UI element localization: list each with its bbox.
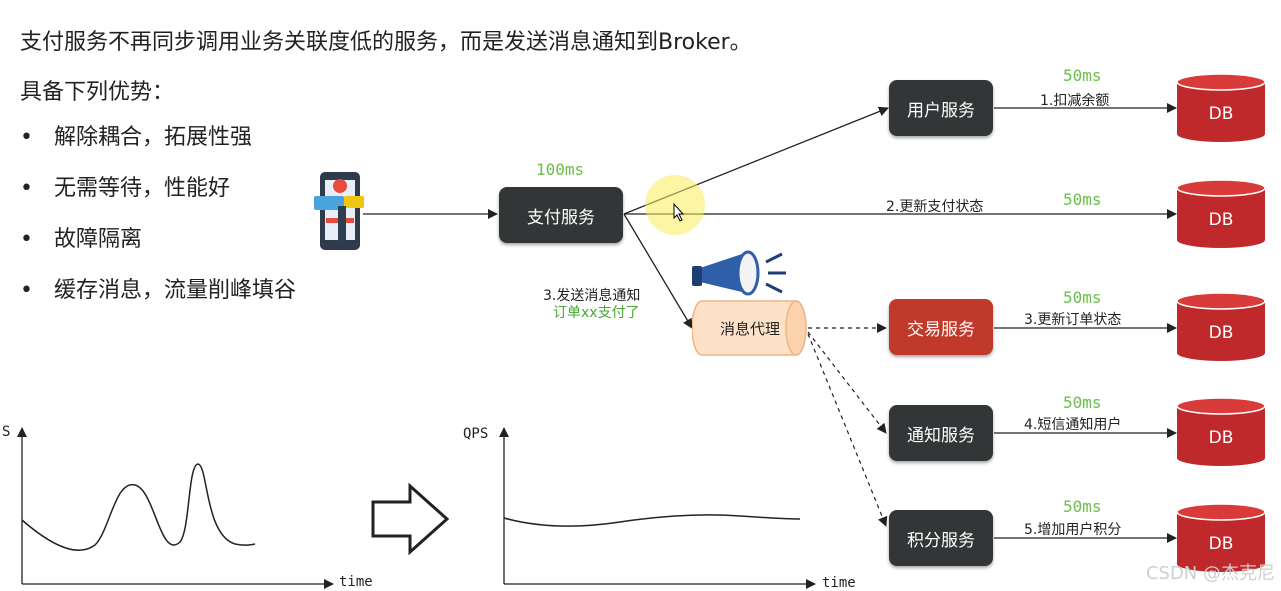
watermark: CSDN @杰克尼 (1145, 563, 1275, 584)
db-4: DB (1177, 398, 1265, 470)
db-1: DB (1177, 74, 1265, 146)
step3-label: 3.发送消息通知 (543, 288, 641, 304)
list-item: • 解除耦合，拓展性强 (20, 118, 296, 169)
bullet-text: 解除耦合，拓展性强 (54, 125, 253, 150)
bullet-text: 故障隔离 (54, 227, 143, 252)
arrow-pay-to-broker (623, 213, 693, 329)
db-cylinder-4 (1176, 397, 1266, 466)
bullet-dot: • (20, 278, 33, 303)
list-item: • 故障隔离 (20, 220, 296, 271)
db-3: DB (1177, 293, 1265, 365)
user-service-label: 用户服务 (907, 100, 975, 121)
pay-service-box: 支付服务 (499, 187, 623, 243)
notify-service-label: 通知服务 (907, 425, 975, 446)
latency-user: 50ms (1063, 66, 1102, 85)
pay-latency: 100ms (536, 160, 585, 179)
trade-service-label: 交易服务 (907, 319, 975, 340)
subhead: 具备下列优势： (20, 80, 175, 105)
bullet-text: 缓存消息，流量削峰填谷 (54, 278, 297, 303)
step2-label: 2.更新支付状态 (886, 199, 984, 215)
left-spiky-chart (17, 427, 334, 589)
bullet-dot: • (20, 125, 33, 150)
arrow-broker-to-notify (807, 331, 887, 434)
db-5: DB (1177, 504, 1265, 576)
step1-label: 1.扣减余额 (1040, 93, 1110, 109)
headline: 支付服务不再同步调用业务关联度低的服务，而是发送消息通知到Broker。 (20, 30, 752, 55)
db-label: DB (1208, 428, 1234, 448)
db-cylinder-3 (1176, 292, 1266, 361)
message-broker: 消息代理 (692, 299, 808, 357)
db-label: DB (1208, 210, 1234, 230)
step3b-label: 3.更新订单状态 (1024, 312, 1122, 328)
arrow-broker-to-points (807, 333, 888, 527)
cursor-icon (673, 202, 685, 222)
broker-label: 消息代理 (719, 319, 780, 338)
user-service-box: 用户服务 (889, 80, 993, 136)
db-cylinder-1 (1176, 73, 1266, 142)
db-cylinder-5 (1176, 503, 1266, 572)
trade-service-box: 交易服务 (889, 299, 993, 355)
latency-paystatus: 50ms (1063, 190, 1102, 209)
pay-service-label: 支付服务 (527, 207, 595, 228)
left-chart-xlabel: time (339, 574, 373, 590)
step3-message: 订单xx支付了 (553, 305, 640, 321)
right-smooth-chart (499, 427, 816, 589)
right-chart-xlabel: time (822, 575, 856, 591)
latency-notify: 50ms (1063, 393, 1102, 412)
db-cylinder-2 (1176, 179, 1266, 248)
bullet-dot: • (20, 227, 33, 252)
transform-arrow-icon (371, 482, 450, 556)
points-service-box: 积分服务 (889, 510, 993, 566)
bullet-dot: • (20, 176, 33, 201)
db-label: DB (1208, 323, 1234, 343)
mobile-payment-icon (314, 172, 364, 250)
left-chart-ylabel: S (2, 424, 11, 440)
step4-label: 4.短信通知用户 (1024, 417, 1122, 433)
db-2: DB (1177, 180, 1265, 252)
advantage-list: • 解除耦合，拓展性强 • 无需等待，性能好 • 故障隔离 • 缓存消息，流量削峰填谷 (20, 118, 296, 322)
list-item: • 缓存消息，流量削峰填谷 (20, 271, 296, 322)
latency-points: 50ms (1063, 497, 1102, 516)
bullet-text: 无需等待，性能好 (54, 176, 231, 201)
step5-label: 5.增加用户积分 (1024, 522, 1122, 538)
megaphone-icon (692, 250, 786, 296)
notify-service-box: 通知服务 (889, 405, 993, 461)
db-label: DB (1208, 534, 1234, 554)
list-item: • 无需等待，性能好 (20, 169, 296, 220)
points-service-label: 积分服务 (907, 530, 975, 551)
right-chart-ylabel: QPS (463, 426, 489, 442)
latency-trade: 50ms (1063, 288, 1102, 307)
db-label: DB (1208, 104, 1234, 124)
